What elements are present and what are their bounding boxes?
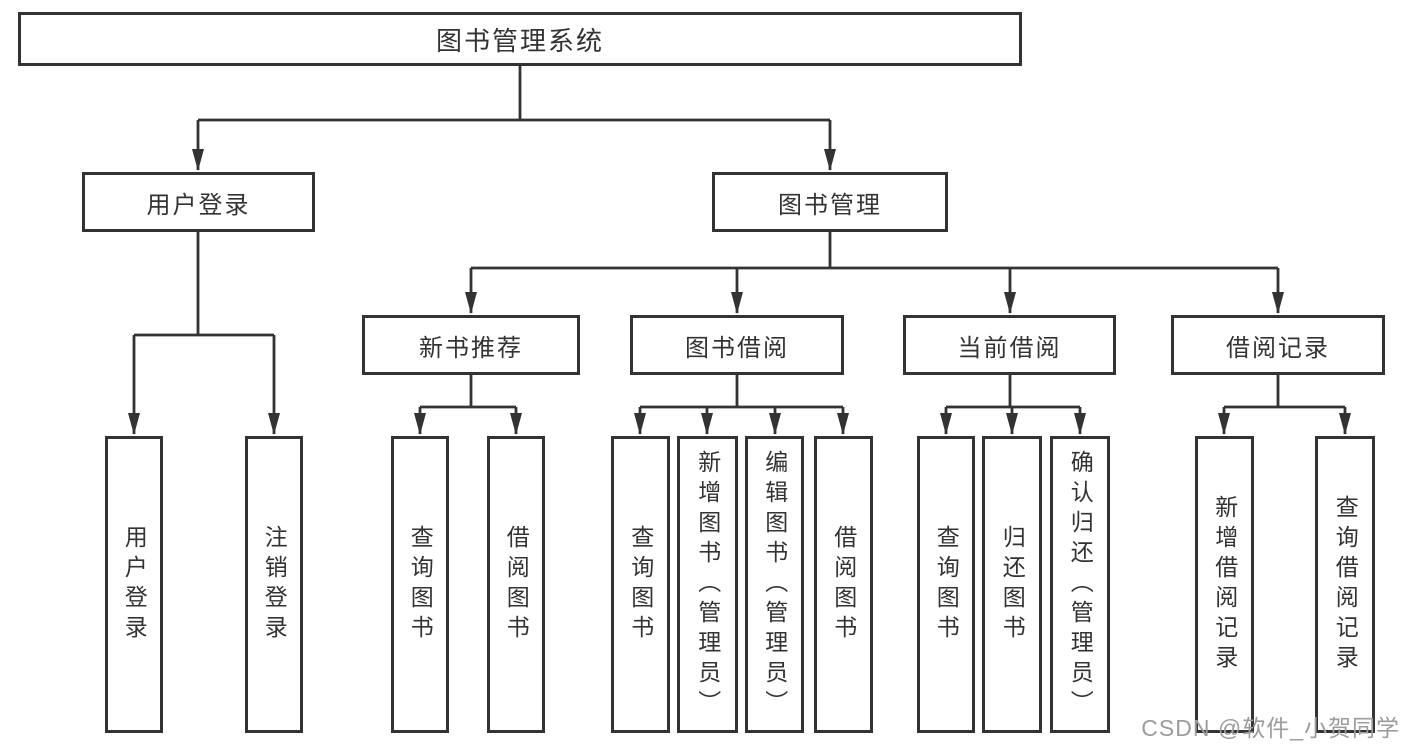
- leaf-logout: 注销登录: [245, 436, 303, 733]
- leaf-user-login: 用户登录: [105, 436, 163, 733]
- leaf-add-borrow-record: 新增借阅记录: [1195, 436, 1254, 733]
- leaf-query-borrow-record: 查询借阅记录: [1315, 436, 1375, 733]
- leaf-add-book-admin: 新增图书（管理员）: [677, 436, 738, 733]
- leaf-confirm-return-admin: 确认归还（管理员）: [1050, 436, 1110, 733]
- node-label: 查询借阅记录: [1332, 494, 1359, 675]
- node-label: 新增图书（管理员）: [694, 449, 721, 720]
- node-label: 借阅记录: [1226, 334, 1330, 362]
- leaf-return-book: 归还图书: [982, 436, 1042, 733]
- node-book-management: 图书管理: [712, 172, 948, 232]
- leaf-query-books-recommend: 查询图书: [391, 436, 449, 733]
- node-user-login: 用户登录: [82, 172, 315, 232]
- node-label: 借阅图书: [830, 524, 857, 645]
- leaf-borrow-books: 借阅图书: [814, 436, 873, 733]
- node-label: 编辑图书（管理员）: [761, 449, 788, 720]
- node-label: 图书管理: [778, 191, 882, 219]
- node-label: 用户登录: [146, 191, 251, 219]
- node-label: 查询图书: [627, 524, 654, 645]
- node-label: 新增借阅记录: [1211, 494, 1238, 675]
- node-label: 注销登录: [261, 524, 288, 645]
- node-library-management-system: 图书管理系统: [18, 12, 1022, 66]
- node-label: 借阅图书: [503, 524, 530, 645]
- node-label: 归还图书: [999, 524, 1026, 645]
- leaf-edit-book-admin: 编辑图书（管理员）: [745, 436, 804, 733]
- node-label: 图书管理系统: [435, 25, 604, 56]
- node-current-borrow: 当前借阅: [903, 315, 1116, 375]
- node-label: 用户登录: [121, 524, 148, 645]
- leaf-query-books-current: 查询图书: [917, 436, 975, 733]
- node-new-book-recommend: 新书推荐: [362, 315, 580, 375]
- node-label: 查询图书: [933, 524, 960, 645]
- leaf-borrow-books-recommend: 借阅图书: [487, 436, 545, 733]
- node-label: 当前借阅: [957, 334, 1062, 362]
- csdn-watermark: CSDN @软件_小贺同学: [1141, 715, 1400, 741]
- node-label: 图书借阅: [685, 334, 789, 362]
- node-book-borrow: 图书借阅: [630, 315, 844, 375]
- node-label: 查询图书: [407, 524, 434, 645]
- node-label: 确认归还（管理员）: [1067, 449, 1094, 720]
- node-borrow-records: 借阅记录: [1171, 315, 1385, 375]
- node-label: 新书推荐: [419, 334, 523, 362]
- leaf-query-books-borrow: 查询图书: [611, 436, 670, 733]
